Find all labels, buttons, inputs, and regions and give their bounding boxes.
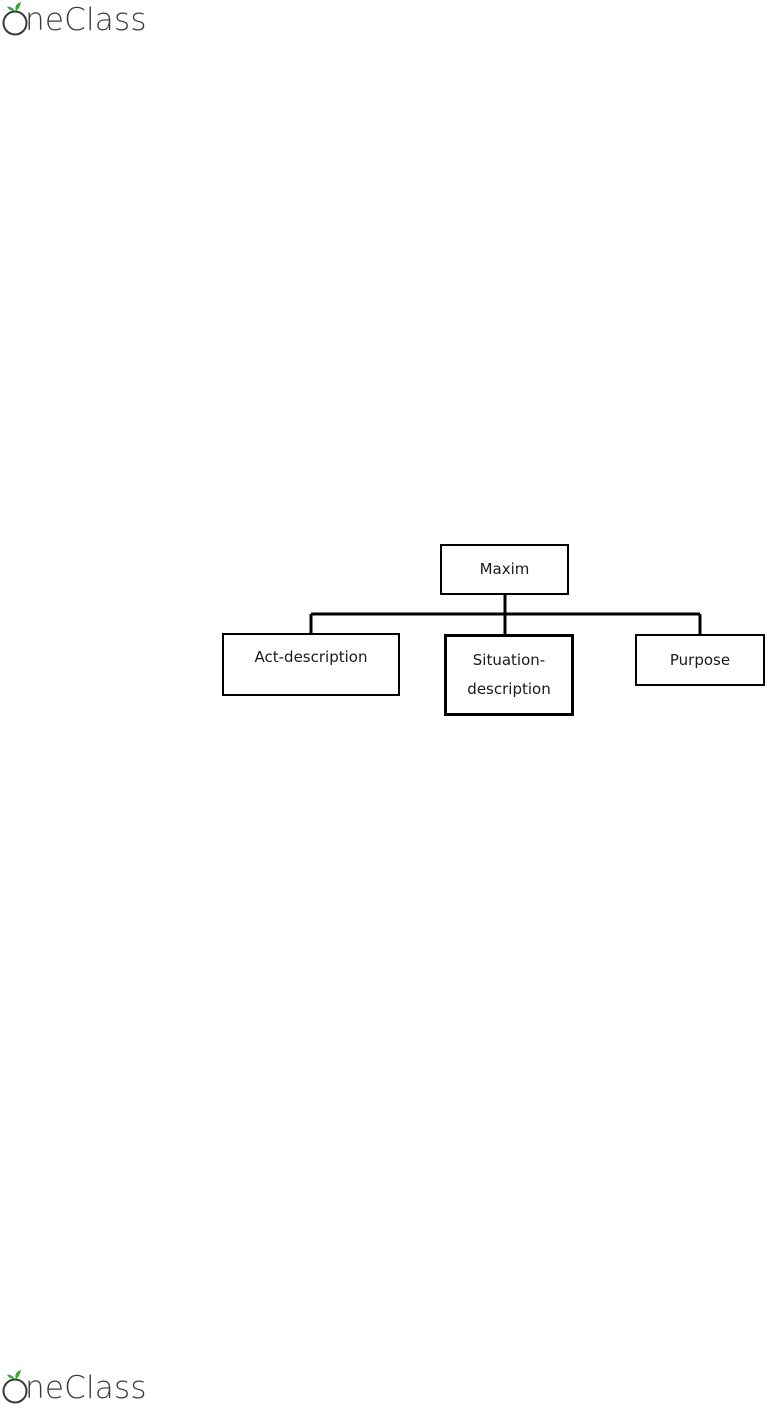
node-purpose-label: Purpose (670, 646, 730, 675)
node-situation-description: Situation- description (444, 634, 574, 716)
oneclass-logo-bottom: neClass (0, 1368, 180, 1408)
logo-wordmark-footer: neClass (25, 1370, 147, 1406)
node-act-description: Act-description (222, 633, 400, 696)
node-purpose: Purpose (635, 634, 765, 686)
node-situation-label-line1: Situation- (473, 646, 545, 675)
node-situation-label-line2: description (467, 675, 550, 704)
node-maxim: Maxim (440, 544, 569, 595)
node-maxim-label: Maxim (480, 555, 530, 584)
node-act-description-label: Act-description (255, 643, 368, 672)
